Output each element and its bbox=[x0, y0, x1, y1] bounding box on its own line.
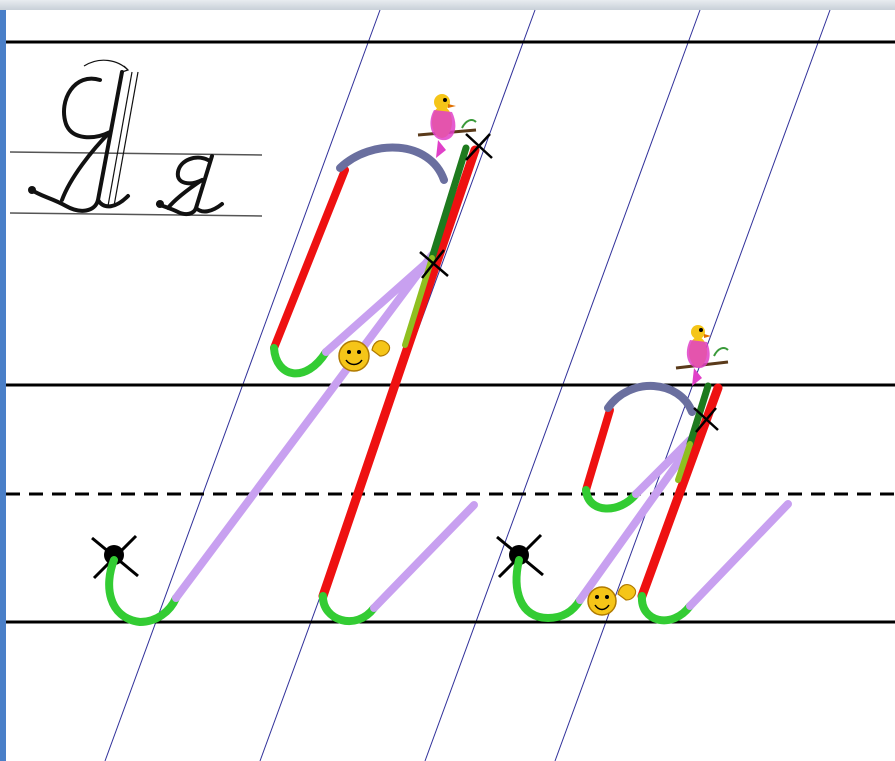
bird-icon bbox=[417, 94, 477, 158]
stroke-loop-return bbox=[632, 436, 694, 498]
sample-arrow-icon bbox=[121, 65, 130, 73]
window-top-edge bbox=[0, 0, 895, 10]
stop-cross-icon bbox=[419, 249, 449, 279]
sample-rule-bottom bbox=[9, 212, 263, 217]
cursive-sample: Я я bbox=[9, 59, 263, 217]
window-left-edge bbox=[0, 0, 6, 761]
lowercase-ya-letter bbox=[496, 325, 792, 625]
stroke-loop-left bbox=[582, 406, 614, 494]
stroke-loop-return bbox=[322, 254, 436, 356]
stroke-exit-diagonal bbox=[370, 501, 478, 612]
stroke-entry-hook bbox=[105, 556, 180, 627]
stroke-exit-hook bbox=[319, 592, 378, 626]
stroke-top-arch bbox=[336, 143, 448, 184]
stop-cross-icon bbox=[693, 407, 719, 433]
smiley-icon bbox=[587, 584, 637, 616]
stroke-lilac-diagonal bbox=[172, 251, 436, 602]
sample-start-dot bbox=[156, 200, 164, 208]
stop-cross-icon bbox=[465, 133, 493, 161]
stroke-lilac-diagonal bbox=[576, 442, 694, 604]
stroke-exit-diagonal bbox=[686, 500, 792, 610]
sample-capital-ya bbox=[30, 70, 130, 213]
stroke-olive-segment bbox=[675, 441, 693, 483]
stroke-dark-green-segment bbox=[428, 144, 470, 262]
stroke-entry-hook bbox=[512, 556, 584, 623]
stroke-exit-hook bbox=[637, 592, 694, 625]
stroke-loop-left bbox=[270, 166, 349, 352]
sample-arrow-icon bbox=[107, 71, 133, 207]
stroke-loop-bottom bbox=[582, 486, 640, 513]
stroke-main-downstroke bbox=[318, 145, 480, 601]
stroke-top-arch bbox=[604, 382, 696, 416]
stroke-dark-green-segment bbox=[686, 382, 712, 448]
stroke-loop-bottom bbox=[270, 344, 330, 378]
start-dot-icon bbox=[496, 533, 544, 579]
uppercase-ya-letter bbox=[91, 94, 493, 627]
bird-icon bbox=[675, 325, 729, 386]
sample-rule-top bbox=[9, 151, 263, 156]
sample-start-dot bbox=[28, 186, 36, 194]
sample-arrow-icon bbox=[83, 59, 129, 71]
smiley-icon bbox=[338, 340, 391, 372]
sample-arrow-icon bbox=[113, 71, 139, 207]
sample-lowercase-ya bbox=[156, 154, 224, 217]
